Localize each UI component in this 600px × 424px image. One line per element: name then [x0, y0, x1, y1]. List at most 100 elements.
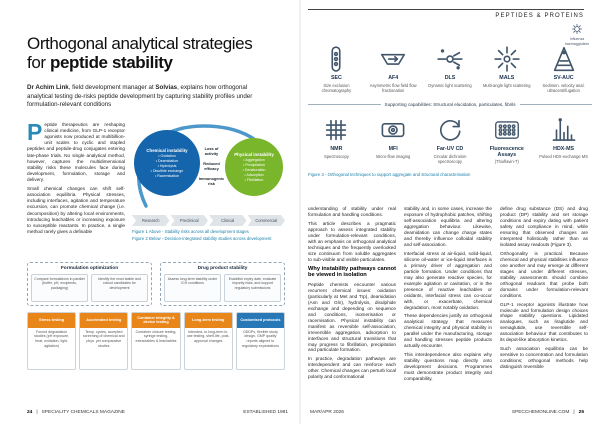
body-paragraph: Peptide chemists encounter various recur…	[308, 281, 396, 353]
chemical-instability-list: Oxidation Deamidation Hydrolysis Disulfi…	[151, 154, 184, 179]
list-item: Precipitation	[243, 163, 266, 168]
body-paragraph: Such association equilibria can be sensi…	[500, 346, 588, 370]
title-line1: Orthogonal analytical strategies	[27, 34, 253, 53]
consequence-label: Immunogenic risk	[198, 176, 225, 186]
figure2-caption: Figure 2 Below - Decision-integrated sta…	[132, 236, 272, 242]
left-body-column: Peptide therapeutics are reshaping clini…	[27, 122, 125, 260]
page-number: 25	[578, 410, 584, 415]
footer-separator: |	[573, 410, 575, 415]
body-paragraph: understanding of stability under real fo…	[308, 206, 396, 217]
technique-row-2: NMR Spectroscopy MFI Micro-flow imaging	[308, 113, 592, 168]
list-item: Adsorption	[243, 173, 266, 178]
technique-desc: Asymmetric flow field flow fractionation	[369, 82, 417, 93]
title-line2-prefix: for	[27, 53, 50, 73]
technique-abbr: HDX-MS	[553, 145, 575, 152]
study-box-title: Container integrity & device testing	[132, 312, 180, 328]
divider-line	[308, 103, 381, 105]
technique-sv-auc: SV-AUC Sedimen. velocity anal. ultracent…	[535, 42, 592, 96]
technique-abbr: DLS	[444, 75, 456, 81]
technique-desc: Sedimen. velocity anal. ultracentrifugat…	[542, 82, 585, 93]
right-page-footer: MAR/APR 2026 SPECCHEMONLINE.COM | 25	[310, 410, 584, 415]
study-box-title: Stress testing	[28, 312, 76, 328]
light-scattering-icon	[437, 49, 463, 70]
physical-instability-title: Physical instability	[234, 151, 274, 157]
technique-hdx-ms: HDX-MS Pulsed HDX-exchange MS	[535, 113, 592, 168]
chemical-instability-circle: Chemical instability Oxidation Deamidati…	[134, 130, 200, 196]
study-box-desc: Temp. cycles, accepted screening of chem…	[82, 329, 125, 348]
byline: Dr Achim Link, field development manager…	[27, 84, 267, 110]
technique-desc: (Thioflavin-T)	[494, 159, 519, 165]
technique-fluorescence: Fluorescence Assays (Thioflavin-T)	[478, 113, 535, 168]
formulation-optimization-group: Formulation optimization Compare formula…	[27, 262, 152, 306]
figure3-caption: Figure 3 - Orthogonal techniques to supp…	[308, 172, 471, 178]
issue-date: MAR/APR 2026	[310, 410, 344, 415]
physical-instability-list: Aggregation Precipitation Denaturation A…	[243, 158, 266, 182]
flow-channel-icon	[381, 53, 406, 65]
body-paragraph: Small chemical changes can shift self-as…	[27, 186, 125, 234]
timeline-stage: Commercial	[248, 215, 286, 226]
study-box-title: Long-term testing	[184, 312, 232, 328]
development-timeline: Research Preclinical Clinical Commercial	[132, 215, 285, 226]
title-line2-bold: peptide stability	[49, 53, 173, 73]
chromatography-column-icon	[331, 46, 341, 72]
section-header: PEPTIDES & PROTEINS	[308, 9, 584, 19]
page-number: 24	[27, 410, 33, 415]
technique-desc: Dynamic light scattering	[428, 82, 472, 88]
timeline-stage: Preclinical	[171, 215, 209, 226]
technique-desc: Pulsed HDX-exchange MS	[539, 153, 588, 159]
page-right: PEPTIDES & PROTEINS Influenza haemagglut…	[300, 0, 600, 424]
website: SPECCHEMONLINE.COM	[511, 410, 570, 415]
figure1-stability-diagram: Chemical instability Oxidation Deamidati…	[132, 122, 285, 260]
study-box-desc: Container closure testing, syringe testi…	[135, 329, 177, 343]
study-box-stress-testing: Stress testing Forced degradation studie…	[27, 311, 77, 370]
group-note: Assess long-term stability under ICH con…	[164, 273, 221, 302]
byline-rest: , explains how orthogonal analytical tes…	[27, 84, 253, 109]
page-gutter	[299, 0, 301, 424]
study-box-title: Accelerated testing	[80, 312, 128, 328]
timeline-stage: Research	[132, 215, 170, 226]
physical-instability-circle: Physical instability Aggregation Precipi…	[225, 138, 283, 196]
technique-abbr: NMR	[330, 145, 343, 152]
study-box-desc: Intended- to long-term in-use testing, s…	[186, 329, 230, 343]
study-box-title: Customised protocols	[236, 312, 285, 328]
nmr-grid-icon	[326, 119, 347, 140]
article-title: Orthogonal analytical strategies for pep…	[27, 34, 279, 72]
left-page-footer: 24 | SPECIALITY CHEMICALS MAGAZINE ESTAB…	[27, 410, 288, 415]
list-item: Disulfide exchange	[151, 169, 183, 174]
technique-desc: Spectroscopy	[323, 153, 349, 159]
consequence-label: Reduced efficacy	[203, 161, 220, 171]
figure2-flowchart: Formulation optimization Compare formula…	[27, 262, 286, 370]
supporting-capabilities-divider: Supporting capabilities: Structural eluc…	[308, 102, 592, 107]
byline-mid: , field development manager at	[68, 84, 156, 91]
body-paragraph: This interdependence also explains why s…	[404, 352, 492, 382]
technique-abbr: AF4	[388, 75, 399, 81]
technique-abbr: SV-AUC	[553, 75, 574, 81]
technique-mfi: MFI Micro-flow imaging	[365, 113, 422, 168]
column-2: stability and, in some cases, increase t…	[404, 206, 492, 400]
study-box-long-term-testing: Long-term testing Intended- to long-term…	[183, 311, 233, 370]
body-paragraph: Orthogonality is practical. Because chem…	[500, 250, 588, 298]
technique-far-uv-cd: Far-UV CD Circular dichroism spectroscop…	[422, 113, 479, 168]
body-paragraph: Interfacial stress at air-liquid, solid-…	[404, 250, 492, 310]
consequence-label: Loss of activity	[204, 146, 219, 156]
list-item: Hydrolysis	[151, 164, 184, 169]
flow-imaging-camera-icon	[381, 122, 405, 137]
column-3: define drug substance (DS) and drug prod…	[500, 206, 588, 400]
body-paragraph: GLP-1 receptor agonists illustrate how m…	[500, 301, 588, 343]
magazine-name: SPECIALITY CHEMICALS MAGAZINE	[41, 410, 125, 415]
technique-abbr: MALS	[499, 75, 515, 81]
article-columns: understanding of stability under real fo…	[308, 206, 588, 400]
byline-company: Solvias	[155, 84, 178, 91]
virus-particle-icon	[571, 23, 583, 35]
technique-desc: Circular dichroism spectroscopy	[433, 153, 467, 164]
group-title: Formulation optimization	[60, 266, 119, 271]
study-box-accelerated-testing: Accelerated testing Temp. cycles, accept…	[79, 311, 129, 370]
established-text: ESTABLISHED 1981	[243, 410, 288, 415]
group-note: Identify the most stable and robust cand…	[91, 273, 148, 302]
study-box-desc: Forced degradation studies (pH exposure,…	[34, 329, 70, 348]
influenza-callout: Influenza haemagglutinin	[558, 22, 596, 46]
supporting-capabilities-text: Supporting capabilities: Structural eluc…	[384, 101, 516, 107]
body-paragraph: In practice, degradation pathways are in…	[308, 356, 396, 380]
list-item: Racemisation	[151, 174, 184, 179]
